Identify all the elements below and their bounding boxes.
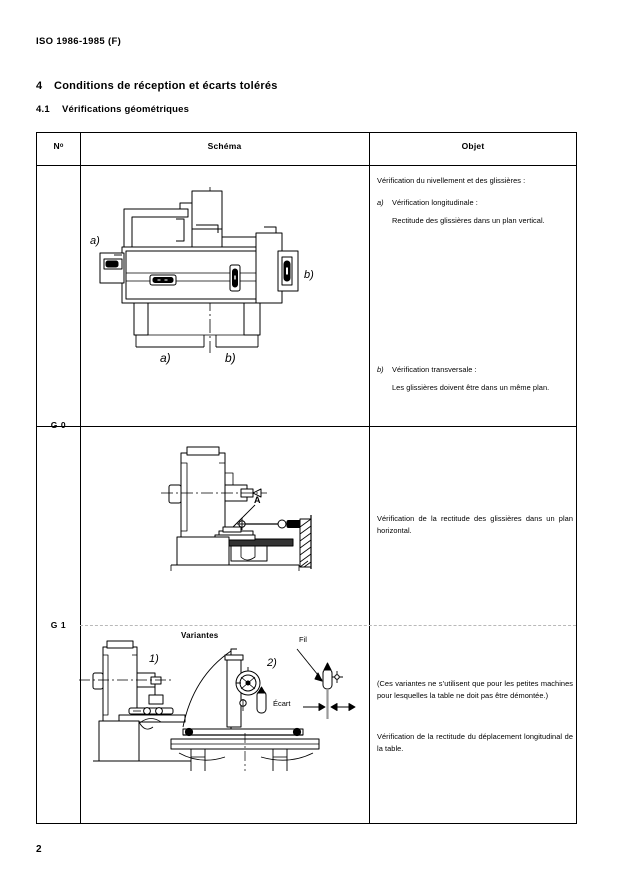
figure-label-variantes: Variantes bbox=[181, 631, 219, 640]
row-id-g0: G 0 bbox=[50, 420, 67, 430]
table-column-rule-1 bbox=[80, 133, 82, 823]
column-header-no: Nᵒ bbox=[53, 141, 64, 151]
objet-g0-item-a-body: Rectitude des glissières dans un plan ve… bbox=[392, 216, 545, 225]
verifications-table: Nᵒ Schéma Objet G 0 bbox=[36, 132, 577, 824]
objet-g0-item-b: b) Vérification transversale : bbox=[377, 364, 573, 376]
objet-g0-item-a: a) Vérification longitudinale : bbox=[377, 197, 573, 209]
objet-g0-item-a-marker: a) bbox=[377, 198, 384, 207]
figure-label-ecart: Écart bbox=[273, 699, 291, 708]
figure-label-variante-2: 2) bbox=[267, 657, 277, 669]
column-header-schema: Schéma bbox=[207, 141, 242, 151]
objet-g0-lead: Vérification du nivellement et des gliss… bbox=[377, 176, 526, 185]
objet-g0-item-b-title: Vérification transversale : bbox=[392, 365, 477, 374]
objet-g0-item-b-marker: b) bbox=[377, 365, 384, 374]
table-column-rule-2 bbox=[369, 133, 371, 823]
clause-heading-4: 4 Conditions de réception et écarts tolér… bbox=[36, 80, 278, 92]
clause-heading-4-1: 4.1 Vérifications géométriques bbox=[36, 104, 189, 115]
figure-variantes-setups: Variantes 1) 2) Fil Écart bbox=[75, 631, 367, 773]
row-id-g1: G 1 bbox=[50, 620, 67, 630]
figure-label-b-right: b) bbox=[304, 269, 314, 281]
objet-g1-main: Vérification de la rectitude des glissiè… bbox=[377, 514, 573, 535]
objet-g0-item-a-title: Vérification longitudinale : bbox=[392, 198, 478, 207]
clause-number: 4 bbox=[36, 80, 43, 92]
objet-g0-item-b-body: Les glissières doivent être dans un même… bbox=[392, 383, 550, 392]
objet-g1-note: (Ces variantes ne s’utilisent que pour l… bbox=[377, 679, 573, 700]
figure-milling-machine-front-view: a) b) a) b) bbox=[90, 185, 328, 375]
figure-label-a-point: A bbox=[254, 495, 261, 505]
figure-machine-side-view-with-straightedge: A bbox=[157, 445, 337, 573]
figure-label-variante-1: 1) bbox=[149, 653, 159, 665]
page-number: 2 bbox=[36, 844, 42, 855]
table-header-rule bbox=[37, 165, 576, 167]
subclause-title: Vérifications géométriques bbox=[62, 104, 190, 115]
figure-label-a-left: a) bbox=[90, 235, 100, 247]
subclause-number: 4.1 bbox=[36, 104, 50, 115]
clause-title: Conditions de réception et écarts toléré… bbox=[54, 80, 278, 92]
table-row-divider bbox=[37, 426, 576, 428]
column-header-objet: Objet bbox=[461, 141, 485, 151]
figure-label-b-bottom: b) bbox=[225, 351, 236, 365]
figure-label-a-bottom: a) bbox=[160, 351, 171, 365]
objet-g1-verification: Vérification de la rectitude du déplacem… bbox=[377, 732, 573, 753]
figure-label-fil: Fil bbox=[299, 635, 307, 644]
table-subrow-dashed-divider bbox=[80, 625, 576, 626]
document-reference: ISO 1986-1985 (F) bbox=[36, 36, 122, 47]
